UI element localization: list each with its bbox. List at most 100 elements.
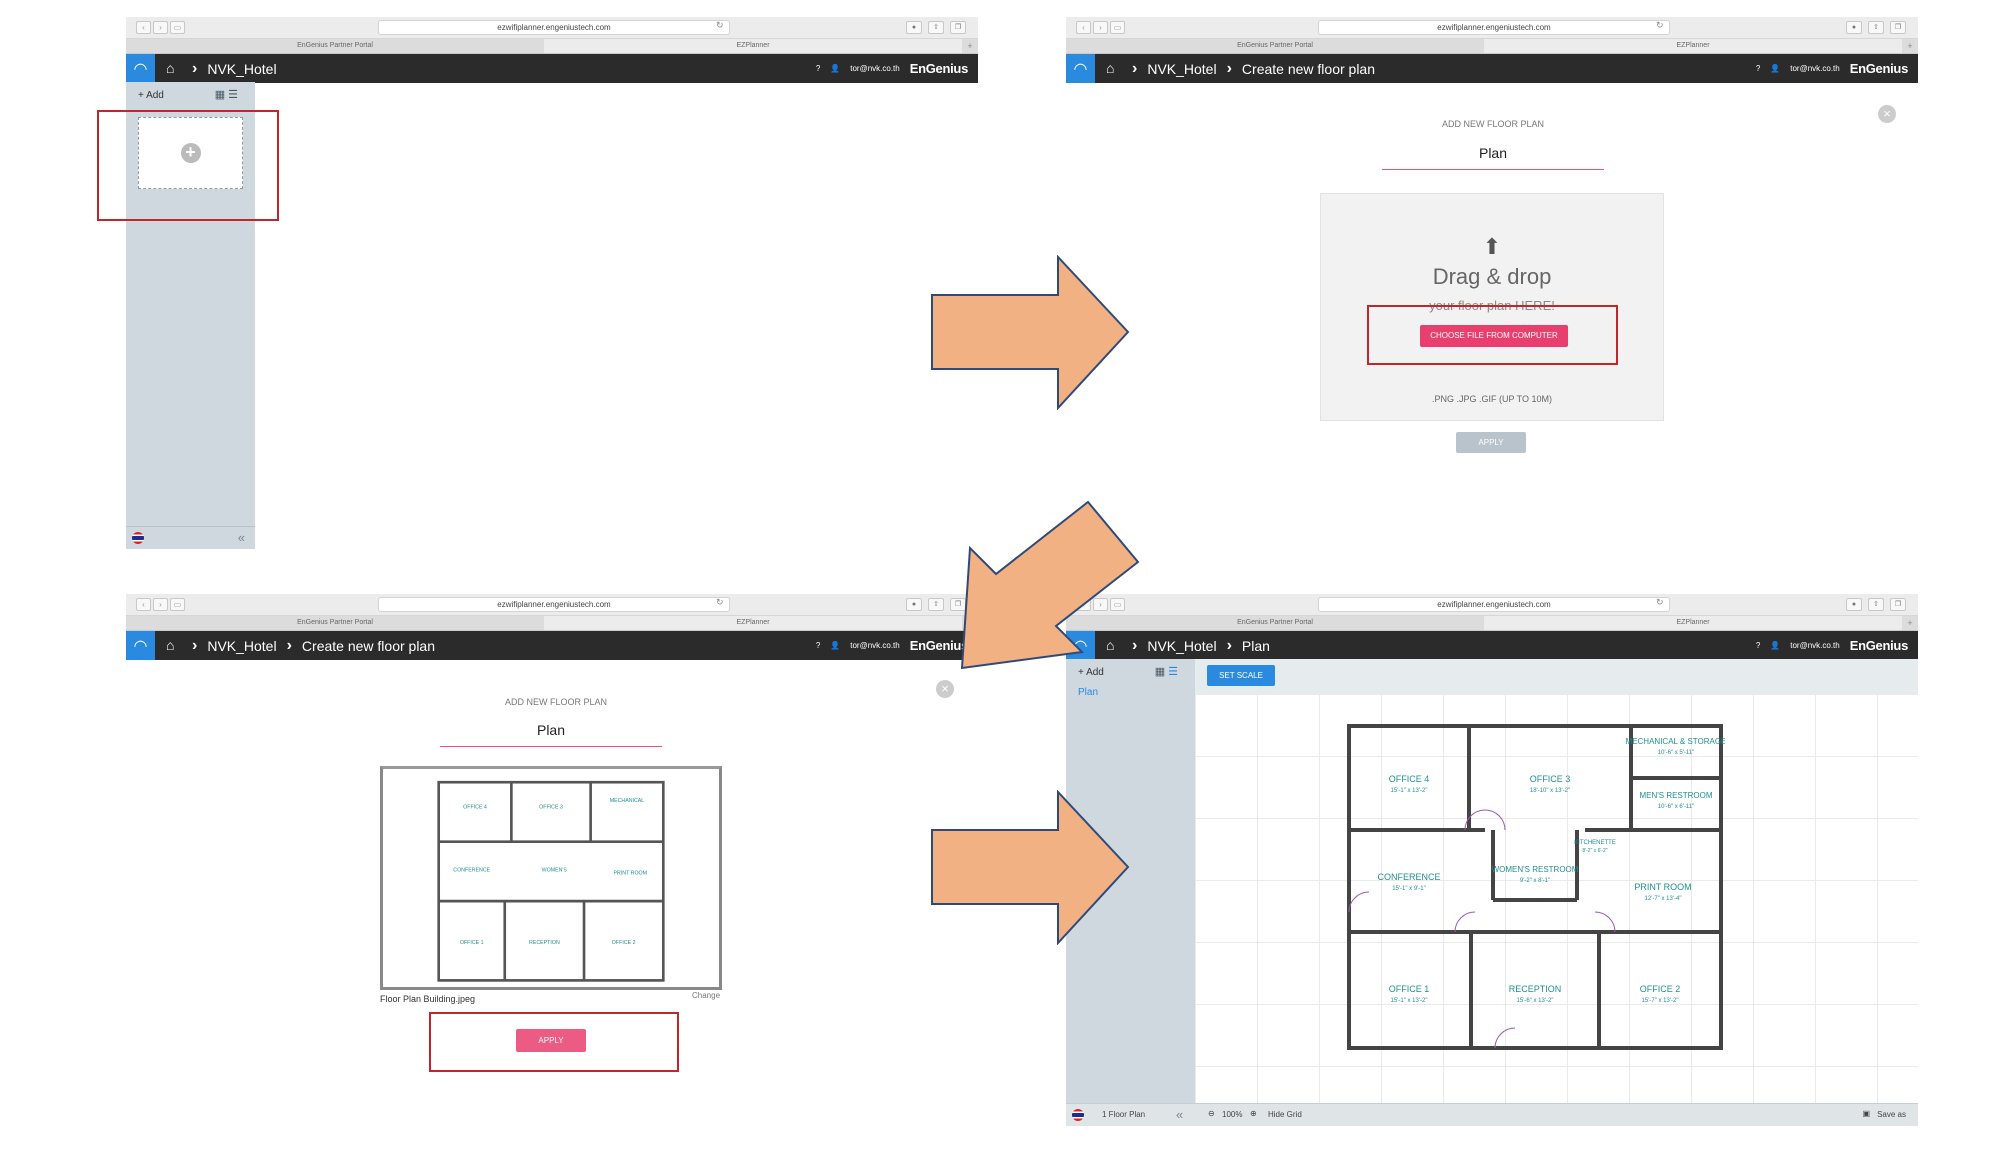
grid-view-icon[interactable]: ▦ [214, 89, 229, 101]
user-email[interactable]: tor@nvk.co.th [1790, 641, 1840, 650]
new-tab-icon[interactable]: + [1907, 41, 1913, 51]
breadcrumb-project[interactable]: NVK_Hotel [1147, 60, 1217, 77]
tab-ezplanner[interactable]: EZPlanner [544, 39, 962, 53]
zoom-level: 100% [1222, 1110, 1243, 1119]
help-icon[interactable]: ? [1755, 64, 1761, 73]
tabs-icon[interactable]: ❐ [1890, 21, 1906, 34]
wifi-logo-icon[interactable]: ◠ [126, 54, 155, 83]
breadcrumb-project[interactable]: NVK_Hotel [1147, 637, 1217, 654]
user-email[interactable]: tor@nvk.co.th [850, 64, 900, 73]
add-floor-button[interactable]: + Add [138, 90, 164, 101]
reload-icon[interactable]: ↻ [716, 20, 724, 30]
home-icon[interactable]: ⌂ [1106, 637, 1115, 653]
tab-ezplanner[interactable]: EZPlanner [1484, 39, 1902, 53]
change-file-link[interactable]: Change [692, 991, 721, 1000]
floorplan-canvas[interactable]: OFFICE 4 15'-1" x 13'-2" OFFICE 3 18'-10… [1195, 694, 1918, 1104]
file-dropzone[interactable]: ⬆ Drag & drop your floor plan HERE! .PNG… [1320, 193, 1664, 421]
share-icon[interactable]: ⇧ [928, 21, 944, 34]
home-icon[interactable]: ⌂ [166, 60, 175, 76]
floor-list-item[interactable]: Plan [1078, 687, 1099, 698]
help-icon[interactable]: ? [815, 64, 821, 73]
sidebar-toggle-icon[interactable]: ▭ [170, 21, 185, 34]
forward-icon[interactable]: › [1093, 598, 1108, 611]
zoom-out-icon[interactable]: ⊖ [1208, 1109, 1215, 1118]
tab-partner-portal[interactable]: EnGenius Partner Portal [297, 619, 373, 626]
arrow-right-top [931, 255, 1130, 410]
plan-name-input[interactable]: Plan [1382, 145, 1604, 170]
home-icon[interactable]: ⌂ [1106, 60, 1115, 76]
tabs-icon[interactable]: ❐ [950, 21, 966, 34]
reload-icon[interactable]: ↻ [1656, 597, 1664, 607]
download-icon[interactable]: ● [906, 598, 922, 611]
collapse-icon[interactable]: « [237, 530, 245, 545]
hide-grid-toggle[interactable]: Hide Grid [1268, 1110, 1302, 1119]
app-header: ◠ ⌂ › NVK_Hotel ? 👤 tor@nvk.co.th EnGeni… [126, 54, 978, 83]
download-icon[interactable]: ● [1846, 598, 1862, 611]
list-view-icon[interactable]: ☰ [228, 89, 241, 101]
save-as-button[interactable]: Save as [1877, 1110, 1906, 1119]
tab-partner-portal[interactable]: EnGenius Partner Portal [1237, 619, 1313, 626]
add-floor-placeholder[interactable]: + [138, 117, 243, 189]
forward-icon[interactable]: › [1093, 21, 1108, 34]
choose-file-button[interactable]: CHOOSE FILE FROM COMPUTER [1420, 325, 1568, 347]
download-icon[interactable]: ● [1846, 21, 1862, 34]
url-bar[interactable]: ezwifiplanner.engeniustech.com [378, 597, 730, 612]
user-icon[interactable]: 👤 [830, 64, 841, 73]
collapse-icon[interactable]: « [1176, 1107, 1184, 1122]
url-bar[interactable]: ezwifiplanner.engeniustech.com [1318, 20, 1670, 35]
new-tab-icon[interactable]: + [967, 41, 973, 51]
user-icon[interactable]: 👤 [1770, 641, 1781, 650]
download-icon[interactable]: ● [906, 21, 922, 34]
reload-icon[interactable]: ↻ [1656, 20, 1664, 30]
new-tab-icon[interactable]: + [1907, 618, 1913, 628]
plan-name-input[interactable]: Plan [440, 722, 662, 747]
url-bar[interactable]: ezwifiplanner.engeniustech.com [378, 20, 730, 35]
url-bar[interactable]: ezwifiplanner.engeniustech.com [1318, 597, 1670, 612]
set-scale-button[interactable]: SET SCALE [1207, 665, 1275, 686]
back-icon[interactable]: ‹ [1076, 21, 1091, 34]
tab-ezplanner[interactable]: EZPlanner [544, 616, 962, 630]
back-icon[interactable]: ‹ [136, 21, 151, 34]
breadcrumb-project[interactable]: NVK_Hotel [207, 60, 277, 77]
close-icon[interactable]: × [1878, 105, 1896, 123]
forward-icon[interactable]: › [153, 21, 168, 34]
zoom-in-icon[interactable]: ⊕ [1250, 1109, 1257, 1118]
list-view-icon[interactable]: ☰ [1168, 666, 1181, 678]
user-icon[interactable]: 👤 [1770, 64, 1781, 73]
apply-button[interactable]: APPLY [516, 1029, 586, 1052]
help-icon[interactable]: ? [815, 641, 821, 650]
share-icon[interactable]: ⇧ [1868, 598, 1884, 611]
tabs-icon[interactable]: ❐ [1890, 598, 1906, 611]
wifi-logo-icon[interactable]: ◠ [1066, 54, 1095, 83]
back-icon[interactable]: ‹ [136, 598, 151, 611]
wifi-logo-icon[interactable]: ◠ [126, 631, 155, 660]
home-icon[interactable]: ⌂ [166, 637, 175, 653]
sidebar-toggle-icon[interactable]: ▭ [1110, 21, 1125, 34]
thai-flag-icon[interactable] [132, 532, 144, 544]
help-icon[interactable]: ? [1755, 641, 1761, 650]
breadcrumb-project[interactable]: NVK_Hotel [207, 637, 277, 654]
tab-partner-portal[interactable]: EnGenius Partner Portal [1237, 42, 1313, 49]
user-icon[interactable]: 👤 [830, 641, 841, 650]
close-icon[interactable]: × [936, 680, 954, 698]
share-icon[interactable]: ⇧ [928, 598, 944, 611]
user-email[interactable]: tor@nvk.co.th [850, 641, 900, 650]
panel-step1: ‹› ▭ ezwifiplanner.engeniustech.com ↻ ● ⇧… [126, 17, 978, 549]
sidebar-toggle-icon[interactable]: ▭ [170, 598, 185, 611]
apply-button-disabled[interactable]: APPLY [1456, 432, 1526, 453]
save-icon[interactable]: ▣ [1862, 1109, 1870, 1118]
add-floor-button[interactable]: + Add [1078, 667, 1104, 678]
thai-flag-icon[interactable] [1072, 1109, 1084, 1121]
forward-icon[interactable]: › [153, 598, 168, 611]
plus-circle-icon[interactable]: + [180, 143, 201, 163]
share-icon[interactable]: ⇧ [1868, 21, 1884, 34]
tab-partner-portal[interactable]: EnGenius Partner Portal [297, 42, 373, 49]
tab-ezplanner[interactable]: EZPlanner [1484, 616, 1902, 630]
reload-icon[interactable]: ↻ [716, 597, 724, 607]
user-email[interactable]: tor@nvk.co.th [1790, 64, 1840, 73]
chevron-right-icon: › [192, 636, 198, 654]
grid-view-icon[interactable]: ▦ [1154, 666, 1169, 678]
breadcrumb: › NVK_Hotel [192, 54, 277, 83]
sidebar-toggle-icon[interactable]: ▭ [1110, 598, 1125, 611]
